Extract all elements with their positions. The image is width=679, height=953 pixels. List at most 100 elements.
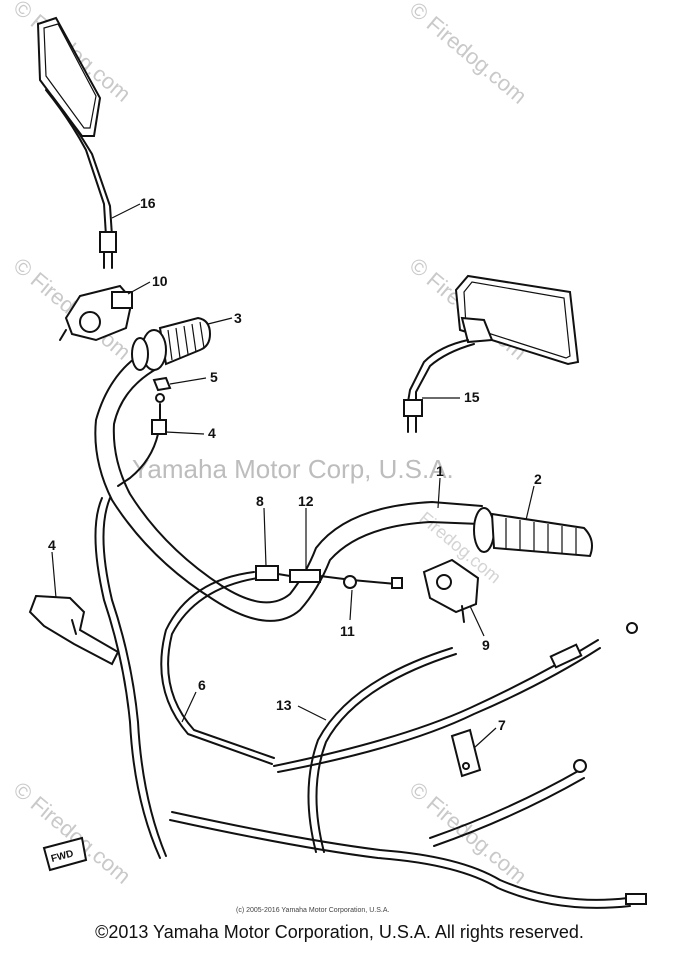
watermark-lower-left: © Firedog.com: [9, 777, 136, 889]
callout-8: 8: [256, 493, 264, 509]
leader-5: [169, 377, 207, 385]
mirror-15-thread: [407, 415, 417, 433]
left-grip-body: [158, 316, 212, 366]
leader-11: [349, 589, 353, 621]
part-5-washer: [155, 393, 165, 403]
callout-6: 6: [198, 677, 206, 693]
part-16-left-mirror: [36, 16, 117, 269]
leader-6: [181, 691, 197, 723]
mirror-16-stem-edge: [51, 95, 113, 237]
callout-10: 10: [152, 273, 168, 289]
leader-4: [165, 431, 205, 435]
holder-7: [450, 728, 482, 778]
cable-left-long-edge: [102, 497, 167, 857]
callout-3: 3: [234, 310, 242, 326]
part-3-left-grip: [131, 316, 212, 371]
cable-mid-right: [273, 639, 599, 767]
callout-1: 1: [436, 463, 444, 479]
housing-10-cap: [111, 291, 133, 309]
callout-12: 12: [298, 493, 314, 509]
part-7-holder: [450, 728, 482, 778]
cable-6-sheath-edge: [167, 577, 275, 759]
cable-6-sheath: [160, 571, 273, 765]
mirror-15-glass: [454, 274, 580, 366]
switch-9-lead: [461, 605, 465, 623]
lever-bracket-screw: [71, 619, 77, 635]
leader-3: [207, 317, 233, 325]
callout-5: 5: [210, 369, 218, 385]
switch-9-body: [422, 558, 480, 614]
part-13-cables: [169, 622, 647, 909]
fwd-indicator: FWD: [42, 836, 88, 872]
footer-copyright: ©2013 Yamaha Motor Corporation, U.S.A. A…: [95, 922, 584, 942]
mirror-15-nut: [403, 399, 423, 417]
watermark-top-right: © Firedog.com: [405, 0, 532, 109]
holder-7-hole: [462, 762, 470, 770]
leader-8: [263, 507, 267, 567]
callout-4c: 4: [48, 537, 56, 553]
callout-15: 15: [464, 389, 480, 405]
cable-bottom-edge: [169, 819, 631, 909]
watermark-center: Yamaha Motor Corp, U.S.A.: [132, 454, 454, 484]
leader-9: [469, 605, 485, 637]
mirror-16-rim: [43, 23, 97, 129]
part-12-fitting: [289, 569, 321, 583]
callout-9: 9: [482, 637, 490, 653]
leader-1: [437, 477, 441, 509]
callout-labels: 16 10 3 5 4 15 1 2 8 12 11 9 6 13 7 4: [48, 195, 542, 733]
leader-2: [525, 485, 535, 521]
cable-lower-right-edge: [433, 777, 585, 847]
part-5-nut: [152, 376, 172, 392]
clutch-cable-end: [117, 433, 159, 487]
leader-4c: [51, 551, 57, 599]
cable-left-long: [94, 497, 161, 859]
part-1-handlebar: [94, 347, 483, 622]
mirror-16-glass: [36, 16, 102, 137]
left-grip-collar: [131, 337, 149, 371]
cable-bottom: [171, 811, 629, 901]
callout-11: 11: [340, 623, 355, 639]
leader-13: [297, 705, 327, 721]
part-2-right-grip: [473, 507, 593, 558]
callout-leaders: [51, 203, 535, 749]
small-copyright: (c) 2005-2016 Yamaha Motor Corporation, …: [236, 907, 389, 914]
handlebar-tube-outer: [94, 347, 481, 622]
callout-13: 13: [276, 697, 292, 713]
leader-10: [127, 281, 151, 295]
mirror-15-stem: [407, 339, 469, 403]
part-4-lever-bracket: [28, 594, 120, 666]
switch-9-button: [436, 574, 452, 590]
leader-7: [473, 727, 497, 749]
mirror-15-mount: [460, 316, 494, 344]
right-grip-body: [490, 512, 593, 558]
callout-2: 2: [534, 471, 542, 487]
part-8-12-11-fittings: [255, 565, 403, 589]
part-9-switch: [422, 558, 480, 623]
leader-16: [111, 203, 141, 219]
right-grip-flange: [473, 507, 495, 553]
cable-end-right: [626, 622, 638, 634]
mirror-16-nut: [99, 231, 117, 253]
cable-mid-right-edge: [277, 647, 601, 773]
part-15-right-mirror: [403, 274, 580, 433]
cable-13-sheath: [307, 647, 453, 853]
cable-13-sheath-edge: [315, 653, 457, 853]
cable-adjuster-right: [549, 643, 583, 669]
cable-bottom-end: [625, 893, 647, 905]
mirror-15-stem-edge: [415, 343, 475, 403]
mirror-16-stem: [45, 89, 107, 237]
part-6-throttle-cable: [94, 497, 275, 859]
cable-lower-right: [429, 769, 581, 839]
left-grip-ridges: [167, 321, 205, 361]
callout-4a: 4: [208, 425, 216, 441]
fwd-arrow-icon: [42, 836, 88, 872]
part-11-clip: [343, 575, 357, 589]
part-10-throttle-housing: [59, 284, 134, 342]
callout-7: 7: [498, 717, 506, 733]
housing-10-bore: [79, 311, 101, 333]
cable-lower-right-end: [573, 759, 587, 773]
handlebar-tube-inner: [112, 367, 483, 604]
wire-end: [391, 577, 403, 589]
right-grip-ridges: [505, 518, 577, 554]
part-8-fitting: [255, 565, 279, 581]
